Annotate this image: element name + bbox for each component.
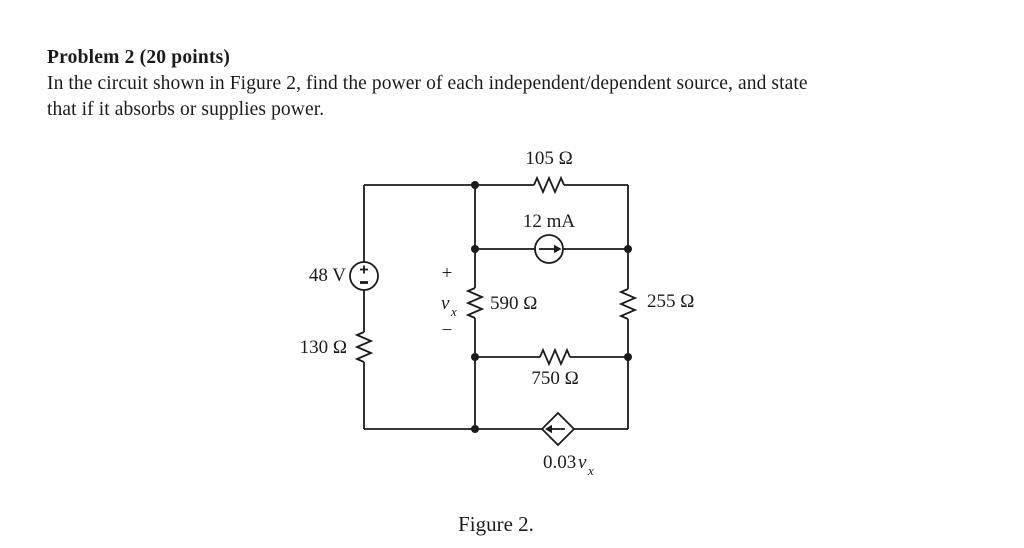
voltage-source-48v <box>349 261 379 291</box>
vx-variable: v <box>441 293 450 314</box>
node-dot <box>471 425 479 433</box>
plus-icon <box>360 265 368 274</box>
node-dot <box>471 181 479 189</box>
node-dot <box>624 353 632 361</box>
vx-plus-sign: + <box>442 263 453 284</box>
resistor-105-zigzag <box>533 175 565 195</box>
dependent-current-source <box>540 411 576 447</box>
label-resistor-bottom: 750 Ω <box>531 368 578 389</box>
problem-body-line-2: that if it absorbs or supplies power. <box>47 99 325 120</box>
figure-caption: Figure 2. <box>458 512 534 536</box>
label-current-source: 12 mA <box>523 211 576 232</box>
label-resistor-right: 255 Ω <box>647 291 694 312</box>
voltage-source-circle <box>349 261 379 291</box>
current-source-12ma <box>534 234 564 264</box>
node-dot <box>624 245 632 253</box>
right-arrow-icon <box>554 244 562 254</box>
vx-minus-sign: − <box>442 320 453 341</box>
label-resistor-top: 105 Ω <box>525 148 572 169</box>
problem-statement: Problem 2 (20 points) In the circuit sho… <box>47 45 977 123</box>
label-voltage-source: 48 V <box>309 265 346 286</box>
circuit-wires <box>363 184 629 430</box>
resistor-750-zigzag <box>539 347 571 367</box>
problem-heading: Problem 2 (20 points) <box>47 47 231 68</box>
connection-nodes <box>471 181 632 433</box>
node-dot <box>471 245 479 253</box>
label-resistor-middle: 590 Ω <box>490 293 537 314</box>
label-resistor-left: 130 Ω <box>300 337 347 358</box>
resistor-130-zigzag <box>354 331 374 363</box>
dependent-source-subscript: x <box>587 463 594 478</box>
resistors <box>354 175 638 367</box>
dependent-source-variable: v <box>578 452 587 473</box>
circuit-labels: 105 Ω 12 mA 48 V 130 Ω 590 Ω 255 Ω 750 Ω… <box>300 148 695 478</box>
dependent-source-coeff: 0.03 <box>543 452 576 473</box>
resistor-255-zigzag <box>618 288 638 320</box>
node-dot <box>471 353 479 361</box>
left-arrow-icon <box>545 424 552 434</box>
vx-subscript: x <box>450 304 457 319</box>
resistor-590-zigzag <box>465 287 485 319</box>
problem-body-line-1: In the circuit shown in Figure 2, find t… <box>47 73 808 94</box>
